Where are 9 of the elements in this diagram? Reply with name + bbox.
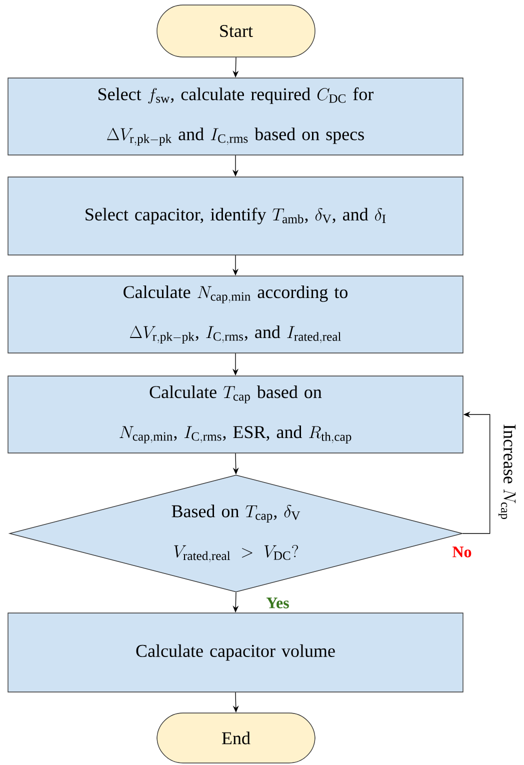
process-box: $\text{Calculate } N_{\mathrm{cap,min}}\text{ according to}$ $\Delta V_{\mathrm{r,pk-pk}}\text{, } I_{\mathrm{C,rms}}\text{, and } I_{\mathrm{rated,real}}$	[8, 276, 464, 354]
terminal-box: End	[156, 712, 316, 764]
terminal-box: Start	[156, 4, 316, 58]
process-box: $\text{Select capacitor, identify } T_{\mathrm{amb}}\text{, } \delta_{\mathrm{V}}\text{, and } \delta_{\mathrm{I}}$	[8, 176, 464, 256]
edge-label: Yes	[266, 598, 289, 608]
loop-label: $\text{Increase } N_{\mathrm{cap}}$	[498, 424, 516, 519]
process-box: Calculate capacitor volume	[8, 612, 464, 692]
process-box: $\text{Select } f_{\mathrm{sw}}\text{, calculate required } C_{\mathrm{DC}}\text{ for}$ $\Delta V_{\mathrm{r,pk-pk}}\text{ and } I_{\mathrm{C,rms}}\text{ based on specs}$	[8, 78, 464, 156]
process-box: $\text{Calculate } T_{\mathrm{cap}}\text{ based on}$ $N_{\mathrm{cap,min}}\text{, } I_{\mathrm{C,rms}}\text{, ESR, and } R_{\mathrm{th,cap}}$	[8, 376, 464, 454]
